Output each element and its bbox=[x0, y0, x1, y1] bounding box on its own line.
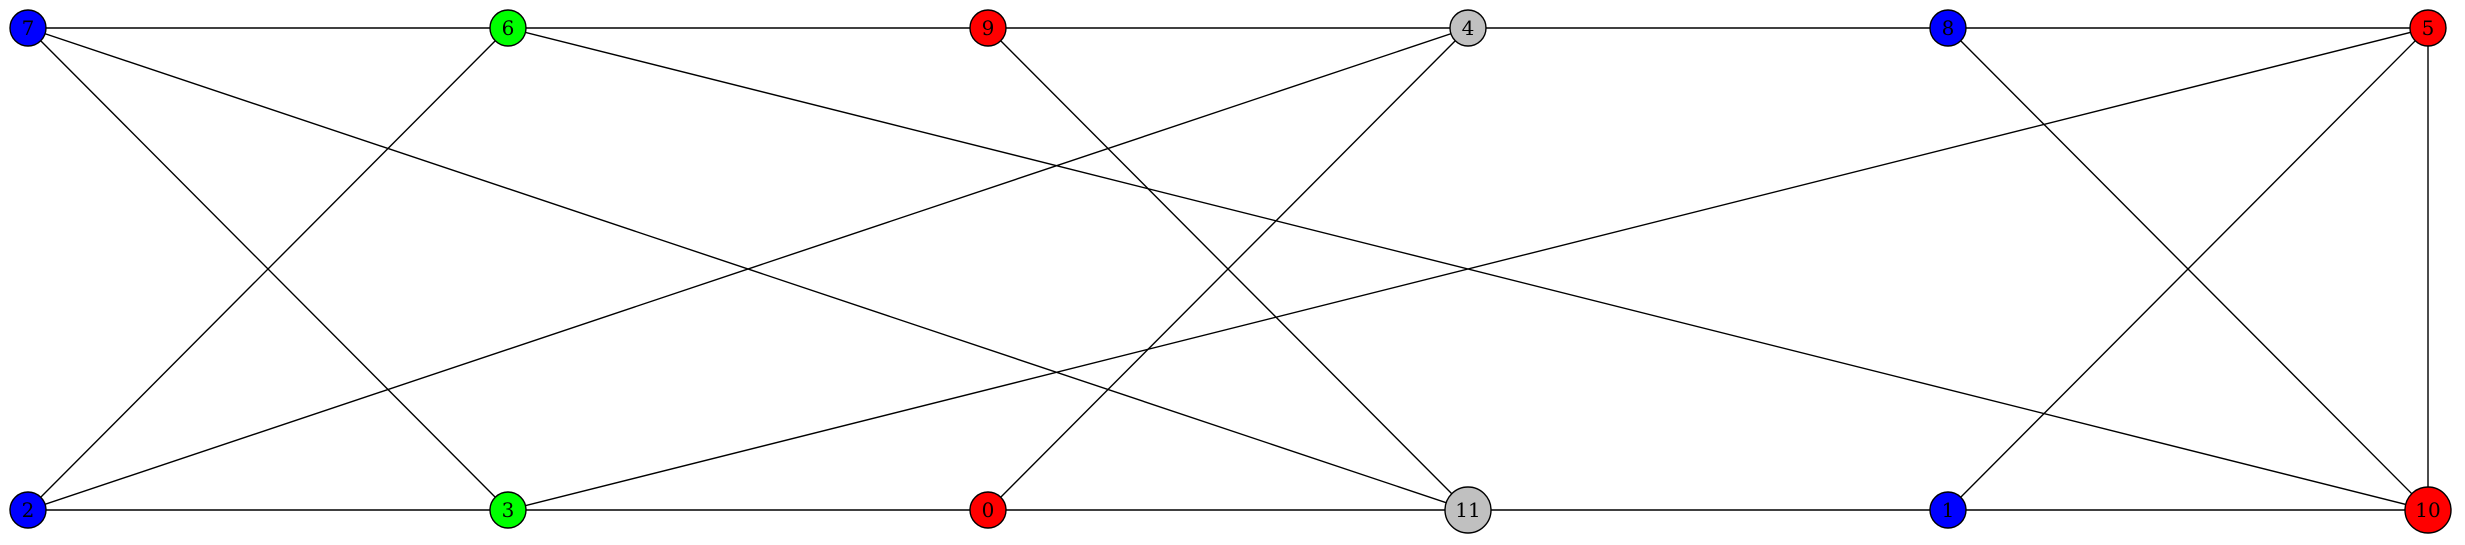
node-circle-2 bbox=[9, 491, 47, 529]
node-circle-0 bbox=[969, 491, 1007, 529]
node-label-3: 3 bbox=[502, 498, 515, 522]
node-label-4: 4 bbox=[1462, 16, 1475, 40]
node-7: 7 bbox=[9, 9, 47, 47]
node-label-0: 0 bbox=[982, 498, 995, 522]
node-label-9: 9 bbox=[982, 16, 995, 40]
node-label-5: 5 bbox=[2422, 16, 2435, 40]
node-label-8: 8 bbox=[1942, 16, 1955, 40]
node-1: 1 bbox=[1929, 491, 1967, 529]
node-circle-8 bbox=[1929, 9, 1967, 47]
node-label-11: 11 bbox=[1455, 498, 1480, 522]
node-circle-10 bbox=[2404, 486, 2452, 534]
node-circle-3 bbox=[489, 491, 527, 529]
edge-4-2 bbox=[27, 27, 1469, 511]
node-circle-1 bbox=[1929, 491, 1967, 529]
node-label-1: 1 bbox=[1942, 498, 1955, 522]
node-circle-6 bbox=[489, 9, 527, 47]
edge-5-1 bbox=[1947, 27, 2429, 511]
node-circle-9 bbox=[969, 9, 1007, 47]
node-11: 11 bbox=[1444, 486, 1492, 534]
edges-layer bbox=[27, 27, 2429, 511]
node-9: 9 bbox=[969, 9, 1007, 47]
node-circle-7 bbox=[9, 9, 47, 47]
edge-5-3 bbox=[507, 27, 2429, 511]
node-8: 8 bbox=[1929, 9, 1967, 47]
node-5: 5 bbox=[2409, 9, 2447, 47]
node-circle-5 bbox=[2409, 9, 2447, 47]
node-label-6: 6 bbox=[502, 16, 515, 40]
node-6: 6 bbox=[489, 9, 527, 47]
node-circle-4 bbox=[1449, 9, 1487, 47]
node-label-7: 7 bbox=[22, 16, 35, 40]
node-label-10: 10 bbox=[2415, 498, 2440, 522]
edge-6-2 bbox=[27, 27, 509, 511]
node-10: 10 bbox=[2404, 486, 2452, 534]
node-label-2: 2 bbox=[22, 498, 35, 522]
node-circle-11 bbox=[1444, 486, 1492, 534]
edge-4-0 bbox=[987, 27, 1469, 511]
node-4: 4 bbox=[1449, 9, 1487, 47]
node-3: 3 bbox=[489, 491, 527, 529]
node-2: 2 bbox=[9, 491, 47, 529]
node-0: 0 bbox=[969, 491, 1007, 529]
